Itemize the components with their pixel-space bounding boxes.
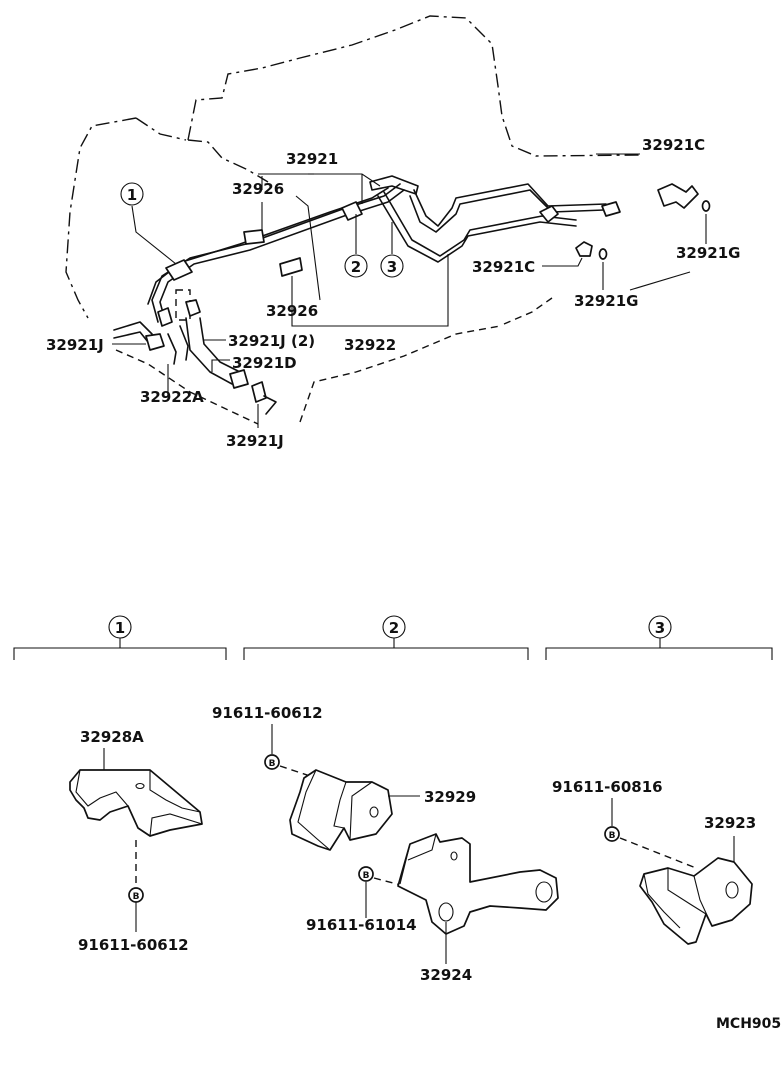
label-bolt-91611-60612-2: 91611-60612 bbox=[212, 704, 323, 722]
diagram-code: MCH905 bbox=[716, 1016, 781, 1032]
svg-text:B: B bbox=[133, 892, 140, 902]
bracket-32928A bbox=[69, 748, 203, 837]
label-32921J-2: 32921J (2) bbox=[228, 332, 315, 350]
label-32921G-mid: 32921G bbox=[574, 292, 639, 310]
label-32928A: 32928A bbox=[80, 728, 144, 746]
section-bracket-2: 2 bbox=[243, 615, 529, 660]
bolt-2-dash bbox=[279, 765, 311, 777]
bracket-32923 bbox=[639, 836, 753, 945]
bolt-marker-3: B bbox=[358, 866, 374, 882]
bolt-marker-2: B bbox=[264, 754, 280, 770]
label-32926-bottom: 32926 bbox=[266, 302, 318, 320]
bracket-32924 bbox=[397, 833, 559, 964]
label-bolt-91611-60816: 91611-60816 bbox=[552, 778, 663, 796]
label-32921D: 32921D bbox=[232, 354, 297, 372]
label-32923: 32923 bbox=[704, 814, 756, 832]
top-callout-2: 2 bbox=[344, 254, 368, 278]
bolt-4-dash bbox=[619, 837, 697, 869]
section-bracket-3: 3 bbox=[545, 615, 773, 660]
label-32921J-bottom: 32921J bbox=[226, 432, 284, 450]
label-32921G-right: 32921G bbox=[676, 244, 741, 262]
svg-text:B: B bbox=[363, 871, 370, 881]
bracket-32929 bbox=[289, 769, 420, 851]
label-32924: 32924 bbox=[420, 966, 472, 984]
label-32921C-mid: 32921C bbox=[472, 258, 535, 276]
top-callout-1: 1 bbox=[120, 182, 144, 206]
svg-text:3: 3 bbox=[387, 258, 397, 276]
label-32921: 32921 bbox=[286, 150, 338, 168]
label-32922: 32922 bbox=[344, 336, 396, 354]
right-parts bbox=[243, 183, 711, 277]
bolt-marker-4: B bbox=[604, 826, 620, 842]
label-32921C-top: 32921C bbox=[642, 136, 705, 154]
svg-text:B: B bbox=[269, 759, 276, 769]
label-32921J-left: 32921J bbox=[46, 336, 104, 354]
label-bolt-91611-60612-1: 91611-60612 bbox=[78, 936, 189, 954]
svg-text:1: 1 bbox=[127, 186, 137, 204]
fluid-pipes bbox=[147, 175, 621, 325]
label-32926-top: 32926 bbox=[232, 180, 284, 198]
label-32922A: 32922A bbox=[140, 388, 204, 406]
bolt-marker-1: B bbox=[128, 887, 144, 903]
svg-text:1: 1 bbox=[115, 619, 125, 637]
svg-text:B: B bbox=[609, 831, 616, 841]
hose-assembly bbox=[113, 289, 277, 415]
svg-text:2: 2 bbox=[389, 619, 399, 637]
transmission-outline bbox=[65, 15, 641, 319]
section-bracket-1: 1 bbox=[13, 615, 227, 660]
top-leader-lines bbox=[112, 153, 707, 428]
top-callout-3: 3 bbox=[380, 254, 404, 278]
label-32929: 32929 bbox=[424, 788, 476, 806]
svg-text:3: 3 bbox=[655, 619, 665, 637]
label-bolt-91611-61014: 91611-61014 bbox=[306, 916, 417, 934]
bolt-3-dash bbox=[373, 877, 413, 889]
svg-text:2: 2 bbox=[351, 258, 361, 276]
